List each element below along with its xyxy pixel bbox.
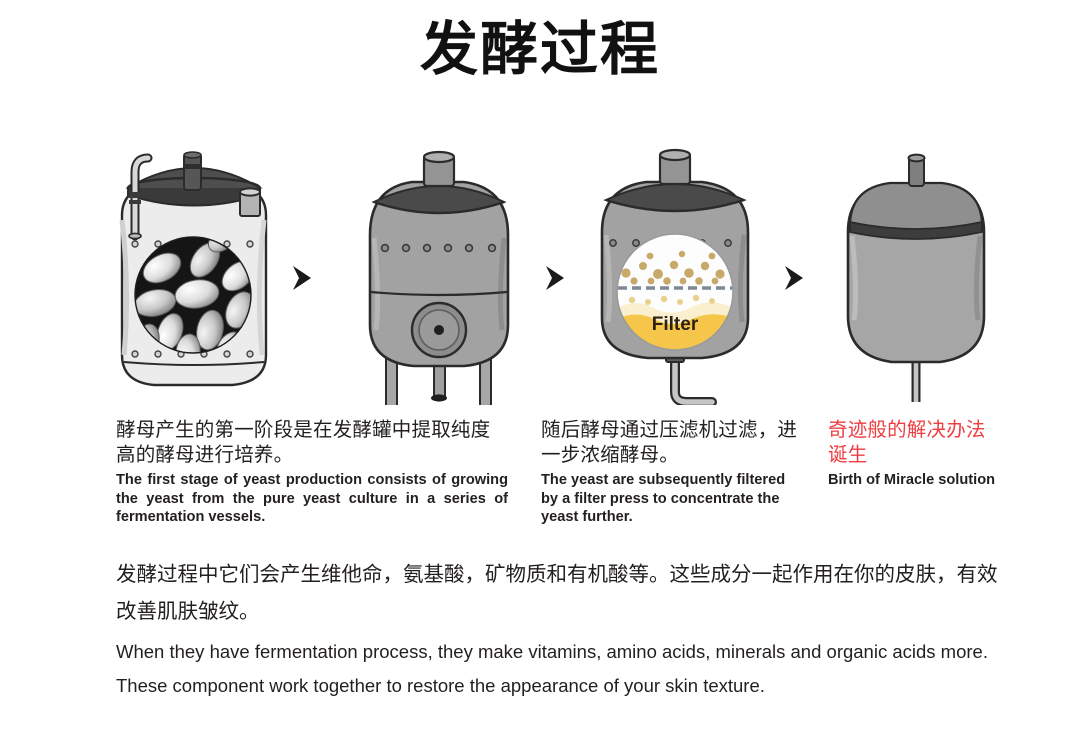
stage-3-caption-en: The yeast are subsequently filtered by a… (541, 472, 786, 525)
filter-label: Filter (652, 314, 699, 335)
stage-1-caption-cn: 酵母产生的第一阶段是在发酵罐中提取纯度高的酵母进行培养。 (116, 419, 491, 466)
chevron-right-icon (293, 266, 311, 290)
stage-2-illustration (352, 140, 527, 414)
fermentation-vessel-with-yeast-window-icon (119, 151, 268, 387)
stage-4-caption-cn: 奇迹般的解决办法诞生 (828, 419, 986, 466)
stage-3-caption-cn: 随后酵母通过压滤机过滤，进一步浓缩酵母。 (541, 419, 798, 466)
finished-product-tank-icon (846, 153, 986, 402)
fermentation-tank-on-legs-icon (368, 150, 510, 414)
stage-3-illustration: Filter (588, 140, 763, 407)
summary-en-line-1: When they have fermentation process, the… (116, 641, 988, 662)
stage-4-caption: 奇迹般的解决办法诞生 Birth of Miracle solution (828, 418, 998, 490)
filter-press-vessel-icon: Filter (600, 148, 750, 407)
summary-en-line-2: These component work together to restore… (116, 675, 765, 696)
process-arrow-1 (283, 258, 323, 298)
stage-1-caption-en: The first stage of yeast production cons… (116, 472, 508, 525)
stage-4-illustration (828, 140, 1003, 405)
stage-3-caption: 随后酵母通过压滤机过滤，进一步浓缩酵母。 The yeast are subse… (541, 418, 803, 527)
page-title: 发酵过程 (419, 17, 660, 82)
process-arrow-2 (536, 258, 576, 298)
summary-cn: 发酵过程中它们会产生维他命，氨基酸，矿物质和有机酸等。这些成分一起作用在你的皮肤… (116, 563, 998, 623)
summary-en: When they have fermentation process, the… (116, 635, 1016, 703)
process-arrow-3 (775, 258, 815, 298)
stage-4-caption-en: Birth of Miracle solution (828, 472, 996, 488)
chevron-right-icon (785, 266, 803, 290)
chevron-right-icon (546, 266, 564, 290)
stage-1-illustration (100, 140, 285, 405)
stage-1-caption: 酵母产生的第一阶段是在发酵罐中提取纯度高的酵母进行培养。 The first s… (116, 418, 508, 527)
process-stage-strip: Filter (0, 140, 1080, 414)
summary-paragraph: 发酵过程中它们会产生维他命，氨基酸，矿物质和有机酸等。这些成分一起作用在你的皮肤… (116, 556, 1016, 703)
